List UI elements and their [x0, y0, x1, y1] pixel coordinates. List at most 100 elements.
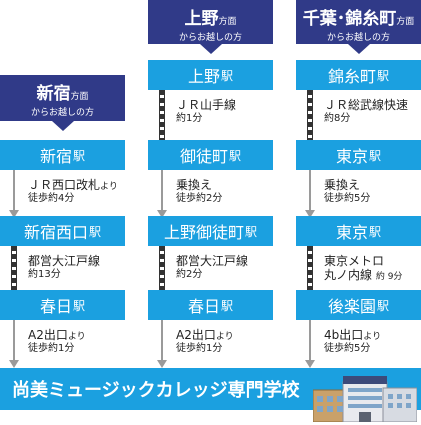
station-ueno-okachimachi: 上野御徒町駅 [148, 216, 273, 246]
station-kinshicho: 錦糸町駅 [296, 60, 421, 90]
rail-track-icon [159, 90, 165, 140]
station-name: 錦糸町 [327, 67, 376, 86]
header-arrow-icon [347, 44, 370, 54]
station-name: 上野 [187, 67, 220, 86]
segment-main-small: より [67, 332, 86, 342]
station-tokyo: 東京駅 [296, 140, 421, 170]
walk-line [13, 320, 15, 362]
segment-train: ＪＲ総武線快速 約8分 [296, 90, 421, 140]
walk-line [13, 170, 15, 212]
header-ueno: 上野方面 からお越しの方 [148, 0, 273, 54]
segment-train: 都営大江戸線 約2分 [148, 246, 273, 296]
segment-main: A2出口 [28, 328, 68, 342]
segment-sub: 徒歩約2分 [176, 192, 223, 204]
station-shinjuku: 新宿駅 [0, 140, 125, 170]
segment-main: 都営大江戸線 [28, 254, 101, 268]
station-suffix: 駅 [73, 298, 86, 313]
rail-track-icon [307, 246, 313, 296]
segment-main: ＪＲ西口改札 [28, 178, 101, 192]
station-name: 上野御徒町 [163, 223, 244, 242]
segment-main-small: より [100, 182, 118, 192]
segment-walk: ＪＲ西口改札より 徒歩約4分 [0, 170, 125, 220]
segment-walk: 4b出口より 徒歩約5分 [296, 320, 421, 370]
rail-track-icon [11, 246, 17, 296]
header-shinjuku: 新宿方面 からお越しの方 [0, 75, 125, 131]
station-suffix: 駅 [377, 68, 390, 83]
station-korakuen: 後楽園駅 [296, 290, 421, 320]
station-name: 御徒町 [179, 147, 228, 166]
segment-main-small: より [215, 332, 234, 342]
station-shinjuku-nishiguchi: 新宿西口駅 [0, 216, 125, 246]
segment-sub: 約2分 [176, 268, 203, 280]
segment-main: A2出口 [176, 328, 216, 342]
rail-track-icon [159, 246, 165, 296]
arrow-down-icon [157, 360, 167, 368]
header-suffix: 方面 [70, 92, 89, 102]
station-suffix: 駅 [89, 224, 102, 239]
arrow-down-icon [305, 360, 315, 368]
header-name: 千葉･錦糸町 [302, 9, 397, 29]
header-arrow-icon [199, 44, 222, 54]
segment-walk: 乗換え 徒歩約5分 [296, 170, 421, 220]
segment-walk: A2出口より 徒歩約1分 [148, 320, 273, 370]
arrow-down-icon [305, 210, 315, 218]
header-suffix: 方面 [396, 17, 415, 27]
header-name: 上野 [184, 9, 219, 29]
segment-main: 乗換え [324, 178, 361, 192]
station-suffix: 駅 [73, 148, 86, 163]
segment-sub: 徒歩約5分 [324, 342, 371, 354]
arrow-down-icon [9, 360, 19, 368]
segment-train: 都営大江戸線 約13分 [0, 246, 125, 296]
station-name: 春日 [187, 297, 220, 316]
rail-track-icon [307, 90, 313, 140]
station-name: 春日 [39, 297, 72, 316]
header-subtitle: からお越しの方 [30, 108, 94, 118]
station-suffix: 駅 [369, 148, 382, 163]
segment-train: ＪＲ山手線 約1分 [148, 90, 273, 140]
segment-main-2: 丸ノ内線 [324, 267, 373, 282]
station-suffix: 駅 [221, 298, 234, 313]
station-name: 東京 [335, 223, 368, 242]
station-name: 新宿西口 [23, 223, 88, 242]
station-suffix: 駅 [229, 148, 242, 163]
header-arrow-icon [51, 121, 74, 131]
header-subtitle: からお越しの方 [326, 33, 390, 43]
header-name: 新宿 [36, 84, 71, 104]
segment-main: ＪＲ総武線快速 [324, 98, 409, 112]
segment-main-small: より [363, 332, 382, 342]
segment-walk: 乗換え 徒歩約2分 [148, 170, 273, 220]
station-name: 新宿 [39, 147, 72, 166]
segment-sub: 約8分 [324, 112, 351, 124]
header-chiba-kinshicho: 千葉･錦糸町方面 からお越しの方 [296, 0, 421, 54]
station-ueno: 上野駅 [148, 60, 273, 90]
walk-line [161, 170, 163, 212]
station-name: 後楽園 [327, 297, 376, 316]
segment-main: 東京メトロ [324, 254, 385, 268]
segment-sub: 約13分 [28, 268, 61, 280]
station-suffix: 駅 [245, 224, 258, 239]
segment-main: 乗換え [176, 178, 213, 192]
header-subtitle: からお越しの方 [178, 33, 242, 43]
segment-main: ＪＲ山手線 [176, 98, 237, 112]
segment-sub: 徒歩約5分 [324, 192, 371, 204]
walk-line [309, 320, 311, 362]
station-kasuga: 春日駅 [0, 290, 125, 320]
segment-train: 東京メトロ 丸ノ内線 約 9分 [296, 246, 421, 296]
segment-sub: 約1分 [176, 112, 203, 124]
walk-line [161, 320, 163, 362]
station-suffix: 駅 [377, 298, 390, 313]
segment-walk: A2出口より 徒歩約1分 [0, 320, 125, 370]
segment-sub: 徒歩約1分 [176, 342, 223, 354]
station-tokyo: 東京駅 [296, 216, 421, 246]
segment-sub: 徒歩約1分 [28, 342, 75, 354]
station-suffix: 駅 [221, 68, 234, 83]
walk-line [309, 170, 311, 212]
school-building-icon [313, 376, 417, 422]
station-suffix: 駅 [369, 224, 382, 239]
segment-sub: 徒歩約4分 [28, 192, 75, 204]
header-suffix: 方面 [218, 17, 237, 27]
segment-main: 都営大江戸線 [176, 254, 249, 268]
destination-name: 尚美ミュージックカレッジ専門学校 [12, 380, 300, 401]
station-name: 東京 [335, 147, 368, 166]
station-okachimachi: 御徒町駅 [148, 140, 273, 170]
